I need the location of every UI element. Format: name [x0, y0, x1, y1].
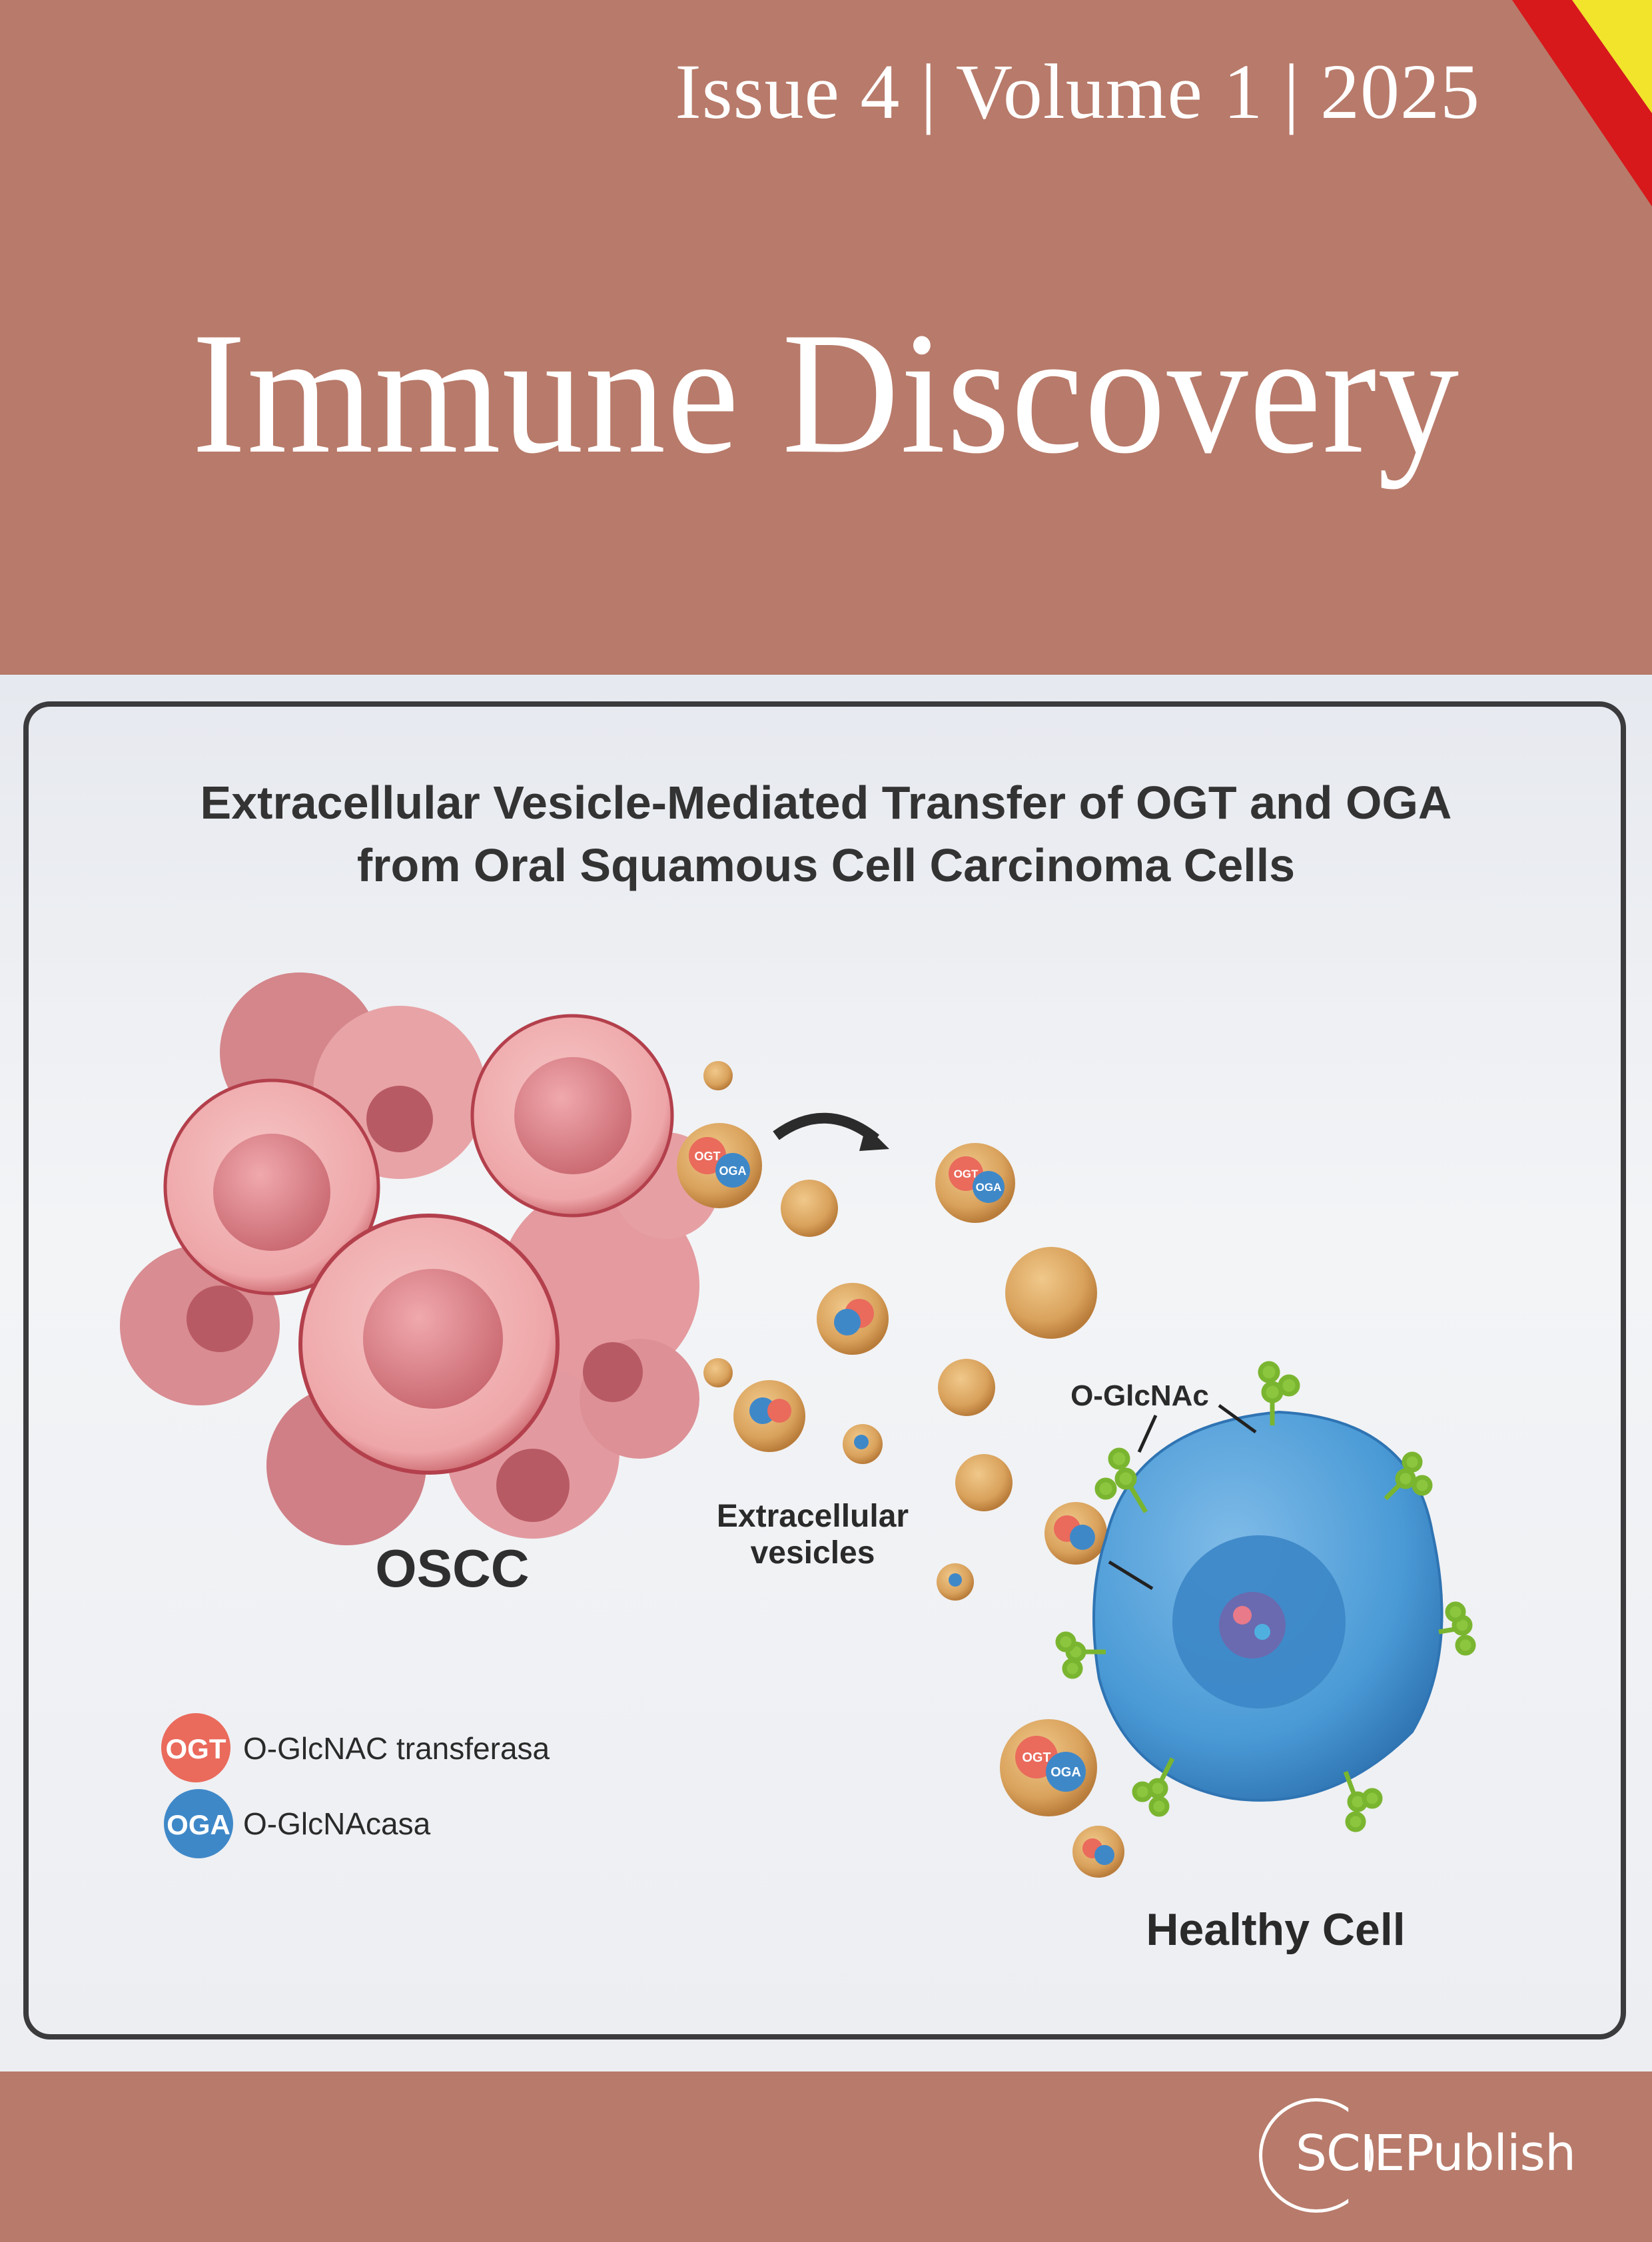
oscc-cell-cluster — [120, 972, 719, 1545]
ogt-badge-text: OGT — [695, 1150, 721, 1163]
legend: OGT O-GlcNAC transferasa OGA O-GlcNAcasa — [161, 1713, 550, 1858]
o-glcnac-label: O-GlcNAc — [1070, 1379, 1209, 1412]
vesicle — [1005, 1247, 1097, 1339]
vesicle — [938, 1359, 995, 1416]
healthy-cell-label: Healthy Cell — [1146, 1904, 1405, 1955]
oga-badge-text: OGA — [976, 1181, 1002, 1194]
vesicle-with-cargo — [1072, 1826, 1124, 1878]
oscc-label: OSCC — [375, 1539, 529, 1598]
legend-badge-ogt: OGT — [166, 1733, 226, 1764]
vesicle-ogt-oga: OGT OGA — [935, 1143, 1015, 1223]
vesicle-with-cargo — [1044, 1502, 1107, 1565]
figure-title-line-1: Extracellular Vesicle-Mediated Transfer … — [200, 777, 1452, 829]
oga-badge-text: OGA — [719, 1164, 746, 1178]
cancer-cell — [163, 1078, 380, 1296]
figure-frame — [23, 701, 1626, 2040]
transfer-arrowhead-icon — [859, 1126, 889, 1151]
journal-title: Immune Discovery — [191, 296, 1461, 490]
healthy-cell — [1092, 1410, 1444, 1802]
legend-item-oga: OGA O-GlcNAcasa — [164, 1789, 431, 1858]
glycan-icon — [1384, 1451, 1433, 1501]
o-glcnac-glycans — [1055, 1361, 1476, 1832]
corner-ribbon — [1512, 0, 1652, 206]
cover-footer — [0, 2071, 1652, 2242]
legend-label-ogt: O-GlcNAC transferasa — [243, 1731, 550, 1766]
ev-label-line-2: vesicles — [751, 1535, 875, 1571]
vesicle-ogt-oga: OGT OGA — [1000, 1719, 1097, 1816]
legend-label-oga: O-GlcNAcasa — [243, 1806, 431, 1841]
glycan-icon — [1343, 1770, 1383, 1832]
vesicle — [703, 1358, 733, 1387]
ogt-badge-text: OGT — [954, 1168, 979, 1180]
publisher-logo: SCIEPublish — [1259, 2098, 1576, 2213]
vesicle-with-cargo — [937, 1563, 974, 1601]
pointer-arrow-icon — [1218, 1403, 1257, 1434]
pointer-arrow-icon — [1137, 1414, 1158, 1453]
publisher-name: SCIEPublish — [1296, 2125, 1576, 2182]
vesicle — [703, 1061, 733, 1090]
vesicle-ogt-oga: OGT OGA — [677, 1123, 762, 1208]
glycan-icon — [1438, 1601, 1476, 1656]
vesicle-with-cargo — [733, 1380, 805, 1452]
ev-label-line-1: Extracellular — [717, 1499, 909, 1534]
cancer-cell — [470, 1014, 674, 1218]
pointer-arrow-icon — [1108, 1560, 1154, 1591]
transfer-arrow-icon — [773, 1112, 879, 1144]
graphical-abstract-panel — [0, 675, 1652, 2071]
glycan-icon — [1258, 1361, 1300, 1425]
legend-item-ogt: OGT O-GlcNAC transferasa — [161, 1713, 550, 1782]
glycan-icon — [1055, 1631, 1106, 1679]
vesicle-with-cargo — [817, 1283, 889, 1355]
ogt-badge-text: OGT — [1022, 1750, 1050, 1765]
oga-badge-text: OGA — [1050, 1765, 1081, 1780]
legend-badge-oga: OGA — [167, 1809, 230, 1840]
figure-title-line-2: from Oral Squamous Cell Carcinoma Cells — [356, 839, 1296, 891]
vesicle-with-cargo — [843, 1424, 883, 1464]
corner-red-stripe — [1512, 0, 1652, 206]
figure-title: Extracellular Vesicle-Mediated Transfer … — [0, 771, 1652, 897]
cover-header: Issue 4 | Volume 1 | 2025 Immune Discove… — [0, 0, 1652, 675]
vesicle — [781, 1180, 838, 1237]
cancer-cell — [298, 1214, 560, 1475]
glycan-icon — [1132, 1757, 1175, 1817]
glycan-icon — [1094, 1447, 1148, 1513]
extracellular-vesicles: OGT OGA OGT OGA OGT OGA — [677, 1061, 1124, 1878]
logo-ring-icon — [1259, 2098, 1374, 2213]
vesicle — [955, 1454, 1013, 1511]
issue-volume-year: Issue 4 | Volume 1 | 2025 — [675, 48, 1480, 135]
corner-yellow-stripe — [1572, 0, 1652, 113]
glcnac-pointer-arrows — [1108, 1403, 1257, 1591]
